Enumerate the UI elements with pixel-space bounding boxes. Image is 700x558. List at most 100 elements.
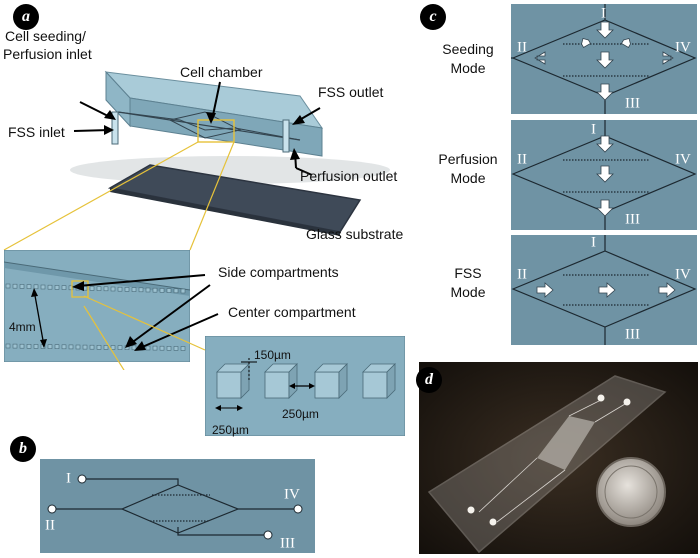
perfusion-mode-label: Perfusion Mode <box>428 150 508 188</box>
dim-250-gap-label: 250µm <box>282 407 319 421</box>
seeding-mode-diagram: I II III IV <box>511 4 697 114</box>
micropost <box>5 343 11 349</box>
seed-port-ii: II <box>517 39 527 55</box>
panel-c-label: c <box>420 4 446 30</box>
fss-inlet-label: FSS inlet <box>8 124 65 140</box>
seeding-mode-line1: Seeding <box>442 41 494 57</box>
micropost <box>61 285 67 290</box>
micropost <box>131 287 137 292</box>
quarter-coin <box>596 457 666 527</box>
micropost <box>61 344 67 350</box>
micropost <box>54 285 60 290</box>
seed-port-iv: IV <box>675 39 691 55</box>
port-ii-label: II <box>45 517 55 533</box>
micropost <box>117 345 123 350</box>
micropost <box>68 285 74 291</box>
compartment-arrows <box>72 274 219 370</box>
panel-d-label: d <box>416 367 442 393</box>
perfusion-outlet-label: Perfusion outlet <box>300 168 398 184</box>
micropost <box>47 344 53 349</box>
side-compartments-label: Side compartments <box>218 264 339 280</box>
micropost <box>145 287 151 293</box>
glass-substrate-label: Glass substrate <box>306 226 404 242</box>
perfusion-mode-diagram: I II III IV <box>511 120 697 230</box>
micropost <box>19 343 25 349</box>
micropost <box>68 344 74 350</box>
micropost-zoom-image <box>205 336 405 436</box>
cell-seeding-label-2: Perfusion inlet <box>3 46 92 62</box>
seeding-mode-line2: Mode <box>450 60 486 76</box>
micropost <box>5 283 11 289</box>
micropost <box>103 286 109 292</box>
micropost <box>26 284 32 289</box>
micropost <box>180 288 186 294</box>
micropost <box>26 344 32 349</box>
micropost <box>96 286 102 291</box>
port-i-label: I <box>66 470 71 486</box>
fss-mode-label: FSS Mode <box>428 264 508 302</box>
micropost <box>75 344 81 350</box>
fss-port-iii: III <box>625 326 640 342</box>
micropost <box>138 287 144 293</box>
micropost <box>124 287 130 292</box>
micropost <box>12 283 18 289</box>
micropost <box>96 345 102 350</box>
dim-150-label: 150µm <box>254 348 291 362</box>
micropost <box>173 346 179 351</box>
micropost <box>131 345 137 351</box>
micropost <box>40 284 46 290</box>
micropost <box>33 344 39 349</box>
compartment-zoom-image <box>4 250 190 362</box>
cell-chamber-label: Cell chamber <box>180 64 263 80</box>
seeding-mode-label: Seeding Mode <box>428 40 508 78</box>
micropost <box>180 346 186 351</box>
cell-seeding-label-1: Cell seeding/ <box>5 28 86 44</box>
panel-b-label: b <box>10 436 36 462</box>
fss-port-i: I <box>591 235 596 250</box>
fss-outlet-label: FSS outlet <box>318 84 384 100</box>
channel-layout-diagram: I II III IV <box>40 459 315 553</box>
dim-250-width-label: 250µm <box>212 423 249 437</box>
micropost <box>159 345 165 351</box>
micropost <box>152 345 158 351</box>
fss-port-iv: IV <box>675 266 691 282</box>
micropost <box>173 288 179 294</box>
device-3d-illustration <box>3 70 390 251</box>
fss-port-ii: II <box>517 266 527 282</box>
micropost <box>33 284 39 290</box>
zoom-box <box>197 119 235 143</box>
perf-port-ii: II <box>517 151 527 167</box>
fss-mode-diagram: I II III IV <box>511 235 697 345</box>
dim-4mm-label: 4mm <box>9 320 36 334</box>
micropost <box>12 343 18 349</box>
perf-port-iv: IV <box>675 151 691 167</box>
micropost <box>89 286 95 291</box>
micropost <box>89 344 95 350</box>
perf-port-i: I <box>591 121 596 137</box>
micropost <box>117 286 123 292</box>
micropost <box>110 286 116 292</box>
micropost <box>110 345 116 350</box>
device-photograph <box>419 362 698 554</box>
micropost <box>54 344 60 349</box>
perfusion-mode-line2: Mode <box>450 170 486 186</box>
seed-port-iii: III <box>625 95 640 111</box>
fss-mode-line1: FSS <box>454 265 482 281</box>
perf-port-iii: III <box>625 211 640 227</box>
micropost <box>47 284 53 290</box>
fss-mode-line2: Mode <box>450 284 486 300</box>
micropost <box>166 288 172 293</box>
micropost <box>82 344 88 350</box>
micropost <box>145 345 151 351</box>
micropost <box>159 288 165 293</box>
seed-port-i: I <box>601 5 606 21</box>
micropost <box>166 346 172 351</box>
micropost <box>152 287 158 293</box>
port-iv-label: IV <box>284 486 300 502</box>
micropost <box>103 345 109 350</box>
micropost <box>19 284 25 289</box>
port-iii-label: III <box>280 535 295 551</box>
perfusion-mode-line1: Perfusion <box>438 151 498 167</box>
center-compartment-label: Center compartment <box>228 304 356 320</box>
panel-a-label: a <box>13 4 39 30</box>
